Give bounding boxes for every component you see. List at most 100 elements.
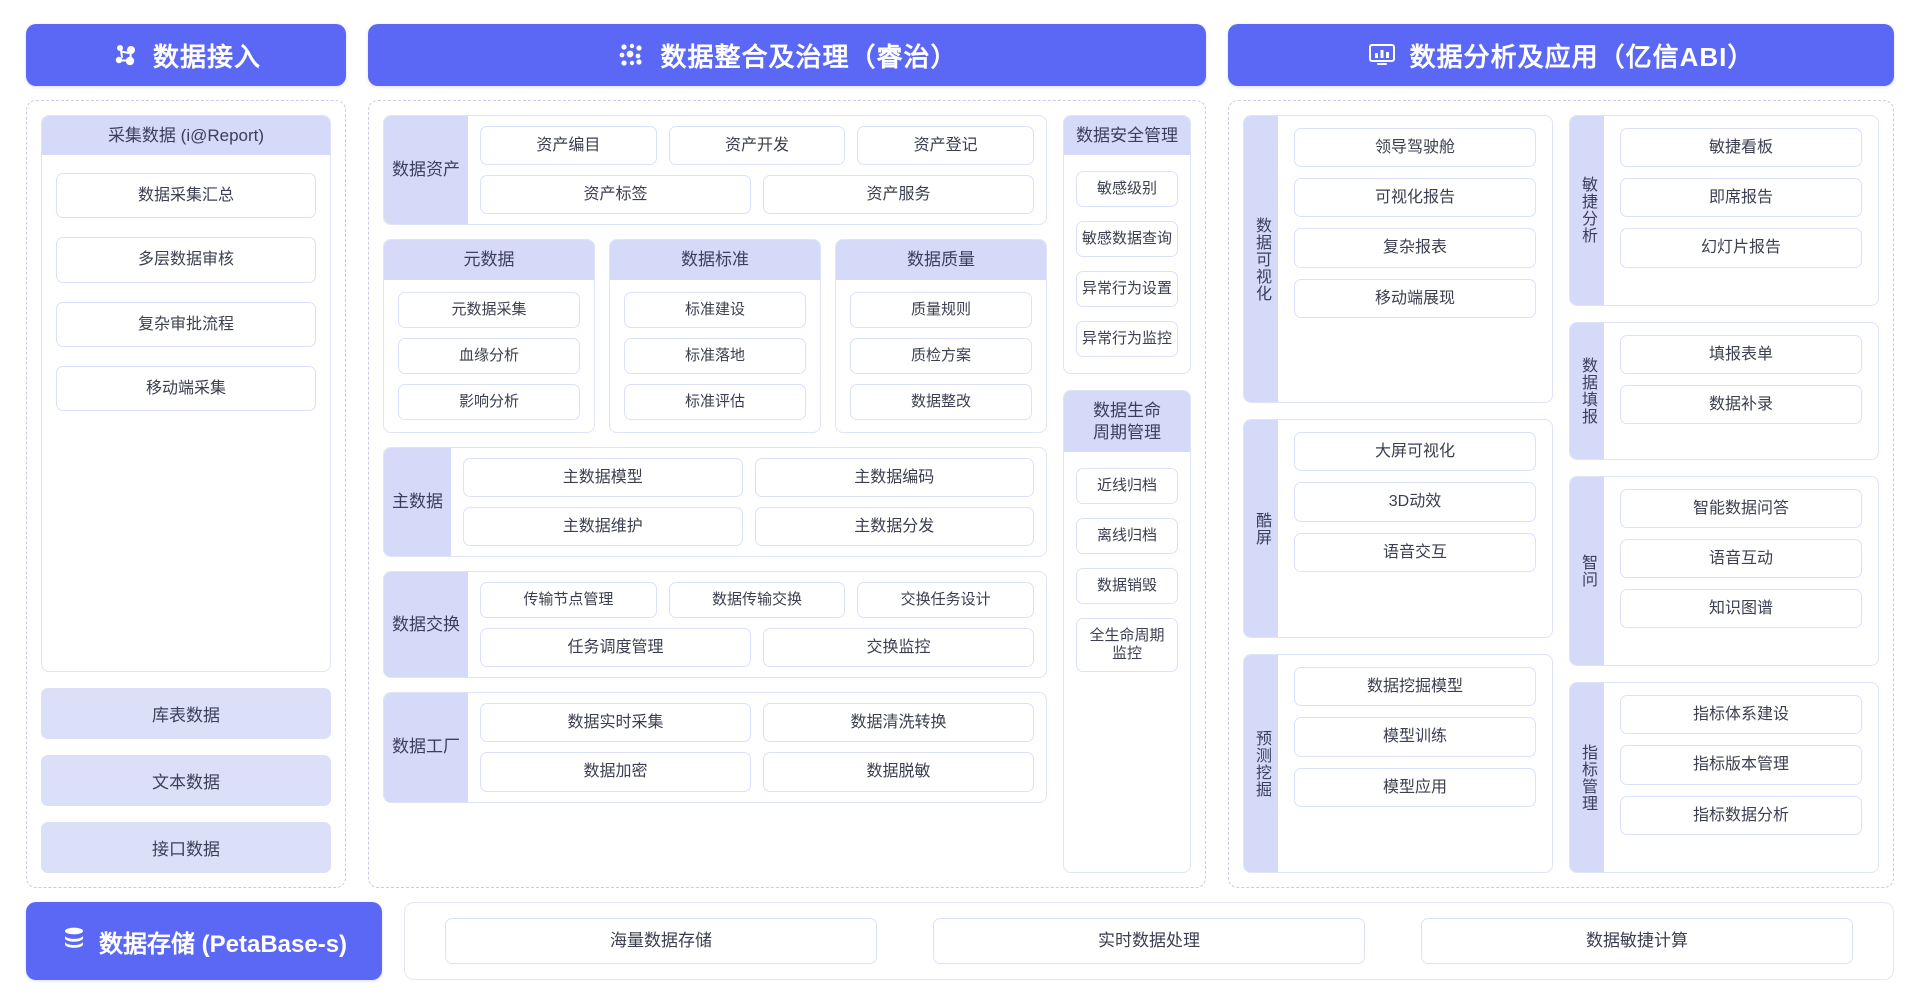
list-item[interactable]: 指标数据分析 [1620, 795, 1862, 835]
vcard-smart-query: 智问 智能数据问答 语音互动 知识图谱 [1569, 475, 1879, 667]
list-item[interactable]: 敏感级别 [1076, 171, 1178, 208]
list-item[interactable]: 数据销毁 [1076, 567, 1178, 604]
storage-row: 数据存储 (PetaBase-s) 海量数据存储 实时数据处理 数据敏捷计算 [26, 902, 1894, 980]
main-columns: 采集数据 (i@Report) 数据采集汇总 多层数据审核 复杂审批流程 移动端… [26, 100, 1894, 888]
header-data-governance[interactable]: 数据整合及治理（睿治） [368, 24, 1206, 86]
storage-items-panel: 海量数据存储 实时数据处理 数据敏捷计算 [404, 902, 1894, 980]
storage-badge[interactable]: 数据存储 (PetaBase-s) [26, 902, 382, 980]
list-item[interactable]: 主数据编码 [754, 457, 1034, 497]
list-item[interactable]: 领导驾驶舱 [1294, 128, 1536, 168]
list-item[interactable]: 血缘分析 [398, 337, 580, 374]
list-item[interactable]: 移动端采集 [56, 365, 316, 411]
sidecard-data-asset: 数据资产 资产编目 资产开发 资产登记 资产标签 资产服务 [383, 115, 1047, 226]
list-item[interactable]: 幻灯片报告 [1620, 228, 1862, 268]
list-item[interactable]: 主数据分发 [754, 506, 1034, 546]
card-data-quality-title: 数据质量 [836, 240, 1046, 280]
list-item[interactable]: 数据整改 [850, 383, 1032, 420]
list-item[interactable]: 语音交互 [1294, 532, 1536, 572]
list-item[interactable]: 数据清洗转换 [763, 703, 1034, 743]
card-collect-data: 采集数据 (i@Report) 数据采集汇总 多层数据审核 复杂审批流程 移动端… [41, 115, 331, 672]
list-item[interactable]: 标准建设 [624, 291, 806, 328]
analyze-left-stack: 数据可视化 领导驾驶舱 可视化报告 复杂报表 移动端展现 酷屏 大屏可 [1243, 115, 1553, 874]
list-item[interactable]: 复杂报表 [1294, 228, 1536, 268]
list-item[interactable]: 全生命周期 监控 [1076, 617, 1178, 672]
card-data-quality: 数据质量 质量规则 质检方案 数据整改 [835, 239, 1047, 433]
list-item[interactable]: 主数据模型 [463, 457, 743, 497]
list-item[interactable]: 资产编目 [480, 126, 657, 166]
list-item[interactable]: 语音互动 [1620, 538, 1862, 578]
list-item[interactable]: 实时数据处理 [933, 917, 1365, 965]
list-item[interactable]: 影响分析 [398, 383, 580, 420]
list-item[interactable]: 资产开发 [668, 126, 846, 166]
card-data-standard: 数据标准 标准建设 标准落地 标准评估 [609, 239, 821, 433]
card-data-standard-title: 数据标准 [610, 240, 820, 280]
list-item[interactable]: 质检方案 [850, 337, 1032, 374]
list-item[interactable]: 数据挖掘模型 [1294, 667, 1536, 707]
header-data-ingest[interactable]: 数据接入 [26, 24, 346, 86]
list-item[interactable]: 资产登记 [857, 126, 1035, 166]
list-item[interactable]: 可视化报告 [1294, 178, 1536, 218]
list-item[interactable]: 即席报告 [1620, 178, 1862, 218]
vcard-agile-analysis: 敏捷分析 敏捷看板 即席报告 幻灯片报告 [1569, 115, 1879, 306]
list-item[interactable]: 传输节点管理 [480, 582, 657, 618]
list-item[interactable]: 数据采集汇总 [56, 173, 316, 219]
list-item[interactable]: 数据补录 [1620, 384, 1862, 425]
sidecard-master-data: 主数据 主数据模型 主数据编码 主数据维护 主数据分发 [383, 446, 1047, 557]
triple-card-group: 元数据 元数据采集 血缘分析 影响分析 数据标准 标准建设 [383, 239, 1047, 433]
list-item[interactable]: 标准落地 [624, 337, 806, 374]
list-item[interactable]: 数据实时采集 [480, 703, 751, 743]
sidecard-data-factory-label: 数据工厂 [384, 693, 468, 802]
bar-table-data[interactable]: 库表数据 [41, 688, 331, 739]
list-item[interactable]: 海量数据存储 [445, 917, 877, 965]
column-data-ingest: 采集数据 (i@Report) 数据采集汇总 多层数据审核 复杂审批流程 移动端… [26, 100, 346, 888]
list-item[interactable]: 离线归档 [1076, 517, 1178, 554]
list-item[interactable]: 多层数据审核 [56, 237, 316, 283]
list-item[interactable]: 知识图谱 [1620, 588, 1862, 629]
sidecard-data-exchange: 数据交换 传输节点管理 数据传输交换 交换任务设计 任务调度管理 交换监控 [383, 571, 1047, 679]
header-data-analytics[interactable]: 数据分析及应用（亿信ABI） [1228, 24, 1894, 86]
card-metadata-title: 元数据 [384, 240, 594, 280]
govern-right-stack: 数据安全管理 敏感级别 敏感数据查询 异常行为设置 异常行为监控 数据生命 周期… [1063, 115, 1191, 873]
list-item[interactable]: 智能数据问答 [1620, 488, 1862, 528]
list-item[interactable]: 大屏可视化 [1294, 432, 1536, 472]
list-item[interactable]: 资产服务 [763, 175, 1034, 215]
list-item[interactable]: 主数据维护 [463, 506, 743, 546]
list-item[interactable]: 指标版本管理 [1620, 745, 1862, 785]
list-item[interactable]: 移动端展现 [1294, 278, 1536, 318]
list-item[interactable]: 交换任务设计 [857, 582, 1035, 618]
list-item[interactable]: 复杂审批流程 [56, 301, 316, 347]
list-item[interactable]: 异常行为设置 [1076, 271, 1178, 308]
list-item[interactable]: 交换监控 [763, 628, 1034, 668]
list-item[interactable]: 3D动效 [1294, 482, 1536, 522]
govern-dashed-panel: 数据资产 资产编目 资产开发 资产登记 资产标签 资产服务 [368, 100, 1206, 888]
list-item[interactable]: 数据脱敏 [763, 752, 1034, 792]
header-data-ingest-label: 数据接入 [152, 41, 261, 72]
list-item[interactable]: 资产标签 [480, 175, 751, 215]
list-item[interactable]: 数据加密 [480, 752, 751, 792]
list-item[interactable]: 敏捷看板 [1620, 128, 1862, 168]
list-item[interactable]: 质量规则 [850, 291, 1032, 328]
list-item[interactable]: 标准评估 [624, 383, 806, 420]
list-item[interactable]: 数据敏捷计算 [1421, 917, 1853, 965]
list-item[interactable]: 指标体系建设 [1620, 695, 1862, 735]
card-collect-data-title: 采集数据 (i@Report) [42, 116, 330, 156]
list-item[interactable]: 近线归档 [1076, 467, 1178, 504]
list-item[interactable]: 填报表单 [1620, 334, 1862, 374]
data-dots-icon [616, 41, 646, 69]
list-item[interactable]: 敏感数据查询 [1076, 221, 1178, 258]
card-data-security-title: 数据安全管理 [1064, 116, 1190, 156]
list-item[interactable]: 元数据采集 [398, 291, 580, 328]
list-item[interactable]: 异常行为监控 [1076, 321, 1178, 358]
list-item[interactable]: 模型应用 [1294, 767, 1536, 807]
sidecard-data-asset-label: 数据资产 [384, 116, 468, 225]
card-data-lifecycle-title: 数据生命 周期管理 [1064, 391, 1190, 452]
bar-text-data[interactable]: 文本数据 [41, 755, 331, 806]
card-metadata: 元数据 元数据采集 血缘分析 影响分析 [383, 239, 595, 433]
bar-interface-data[interactable]: 接口数据 [41, 822, 331, 873]
column-data-analytics: 数据可视化 领导驾驶舱 可视化报告 复杂报表 移动端展现 酷屏 大屏可 [1228, 100, 1894, 888]
header-row: 数据接入 数据整合及治理（睿治） 数据分析及应用（亿信ABI） [26, 24, 1894, 86]
list-item[interactable]: 模型训练 [1294, 717, 1536, 757]
vcard-metric-management: 指标管理 指标体系建设 指标版本管理 指标数据分析 [1569, 682, 1879, 873]
list-item[interactable]: 任务调度管理 [480, 628, 751, 668]
list-item[interactable]: 数据传输交换 [668, 582, 846, 618]
